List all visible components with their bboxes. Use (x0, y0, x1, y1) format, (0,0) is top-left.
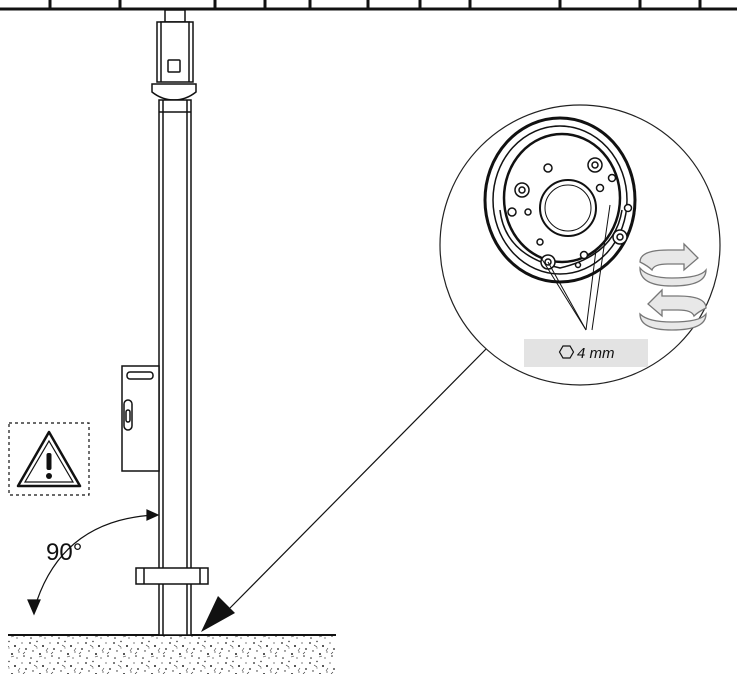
angle-indicator (27, 509, 160, 616)
bollard-pole (135, 9, 209, 636)
detail-callout: 4 mm (439, 104, 721, 386)
leader-arrow (201, 344, 491, 632)
top-border-fragment (0, 0, 737, 11)
angle-label: 90° (46, 539, 82, 566)
mounting-bolts (507, 157, 633, 270)
side-access-panel (121, 365, 160, 472)
rotate-counterclockwise-icon (639, 288, 707, 331)
rotate-clockwise-icon (639, 242, 707, 287)
tool-size-label: 4 mm (577, 345, 615, 362)
warning-triangle-icon (8, 422, 90, 496)
tool-size-badge (524, 339, 648, 367)
ground-surface (8, 634, 336, 674)
hex-key-icon (558, 345, 575, 359)
